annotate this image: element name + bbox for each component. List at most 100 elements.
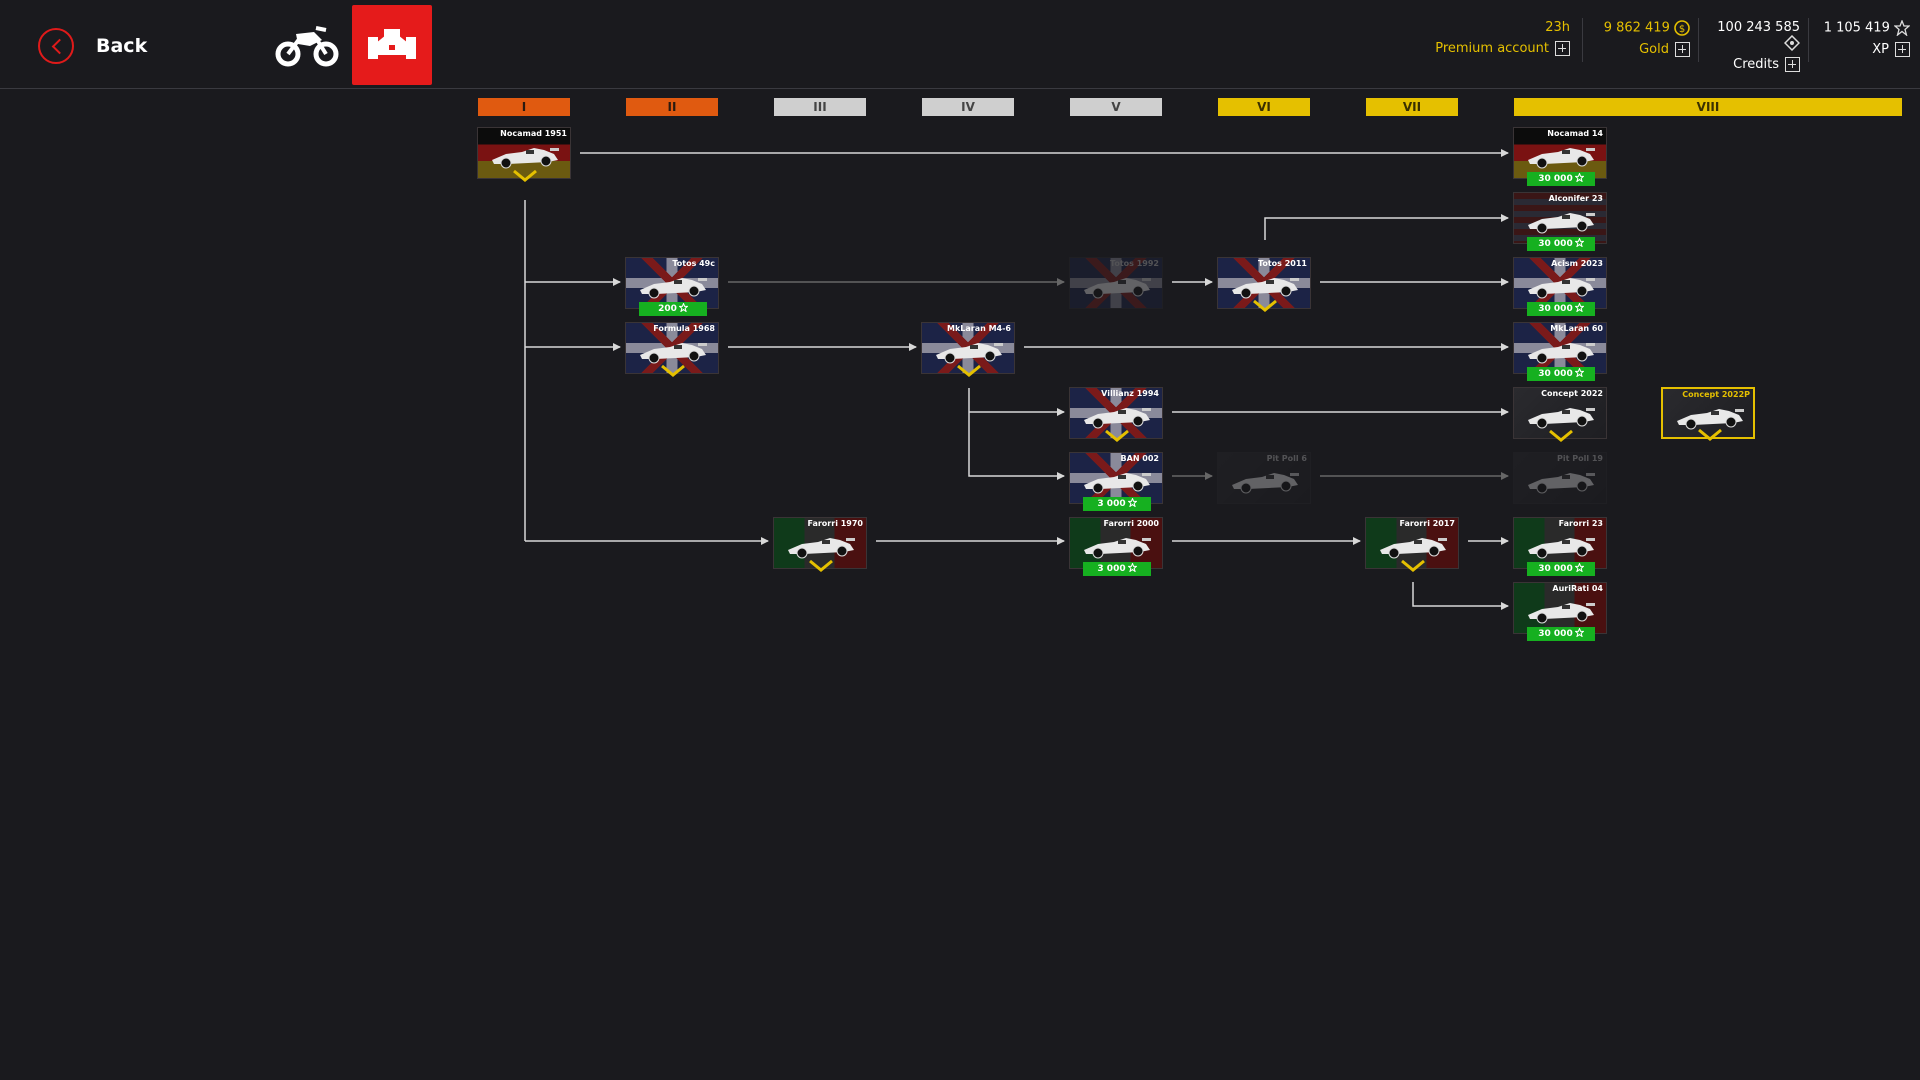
price-badge: 30 000: [1527, 627, 1595, 641]
vehicle-node[interactable]: Alconifer 23 30 000: [1513, 192, 1607, 251]
vehicle-node[interactable]: Formula 1968: [625, 322, 719, 377]
vehicle-name: Villianz 1994: [1101, 389, 1159, 398]
formula-car-icon: [640, 278, 707, 299]
formula-car-icon: [1677, 409, 1744, 430]
gold-label: Gold: [1639, 42, 1669, 57]
xp-star-icon: [1573, 237, 1585, 249]
flag-background: [1070, 388, 1162, 438]
credits-label: Credits: [1733, 57, 1779, 72]
vehicle-name: Pit Poll 6: [1266, 454, 1307, 463]
owned-check-icon: [512, 167, 538, 186]
vehicle-node[interactable]: Pit Poll 6: [1217, 452, 1311, 504]
vehicle-image: [932, 337, 1006, 371]
price-value: 30 000: [1538, 239, 1573, 249]
xp-star-icon: [1573, 627, 1585, 639]
vehicle-node[interactable]: Concept 2022P: [1661, 387, 1755, 441]
vehicle-name: Farorri 2000: [1103, 519, 1159, 528]
credits-tag-icon: [1783, 34, 1801, 52]
vehicle-name: Alconifer 23: [1548, 194, 1603, 203]
price-badge: 200: [639, 302, 707, 316]
vehicle-node[interactable]: Pit Poll 19: [1513, 452, 1607, 504]
formula-car-icon: [1528, 278, 1595, 299]
formula-car-icon: [368, 29, 416, 59]
premium-add-button[interactable]: [1555, 41, 1570, 56]
formula-car-icon: [1084, 538, 1151, 559]
xp-star-icon: [1573, 367, 1585, 379]
tab-motorcycles[interactable]: [272, 18, 342, 74]
premium-label: Premium account: [1435, 41, 1549, 56]
vehicle-name: Concept 2022: [1541, 389, 1603, 398]
xp-add-button[interactable]: [1895, 42, 1910, 57]
tier-header-8: VIII: [1514, 98, 1902, 116]
vehicle-node[interactable]: Farorri 2000 3 000: [1069, 517, 1163, 576]
formula-car-icon: [1528, 538, 1595, 559]
formula-car-icon: [1528, 343, 1595, 364]
xp-star-icon: [1126, 497, 1138, 509]
price-value: 200: [658, 304, 677, 314]
vehicle-name: Farorri 23: [1558, 519, 1603, 528]
divider: [1808, 18, 1809, 62]
svg-text:$: $: [1679, 24, 1685, 35]
vehicle-node[interactable]: Nocamad 1951: [477, 127, 571, 182]
back-button[interactable]: Back: [38, 24, 147, 68]
gold-add-button[interactable]: [1675, 42, 1690, 57]
price-value: 30 000: [1538, 369, 1573, 379]
tier-header-1: I: [478, 98, 570, 116]
vehicle-node[interactable]: Totos 49c 200: [625, 257, 719, 316]
vehicle-image: [1524, 272, 1598, 306]
vehicle-image: [488, 142, 562, 176]
vehicle-name: Farorri 2017: [1399, 519, 1455, 528]
vehicle-image: [636, 337, 710, 371]
formula-car-icon: [1528, 148, 1595, 169]
vehicle-name: Concept 2022P: [1682, 390, 1750, 399]
vehicle-name: AuriRati 04: [1552, 584, 1603, 593]
flag-background: [1514, 258, 1606, 308]
tier-header-2: II: [626, 98, 718, 116]
flag-background: [1070, 453, 1162, 503]
xp-star-icon: [1573, 302, 1585, 314]
tier-header-7: VII: [1366, 98, 1458, 116]
formula-car-icon: [492, 148, 559, 169]
formula-car-icon: [1084, 473, 1151, 494]
price-value: 30 000: [1538, 174, 1573, 184]
price-value: 3 000: [1097, 564, 1126, 574]
gold-block: 9 862 419 $ Gold: [1590, 20, 1690, 57]
owned-check-icon: [1252, 297, 1278, 316]
vehicle-name: Acism 2023: [1551, 259, 1603, 268]
vehicle-node[interactable]: Totos 1992: [1069, 257, 1163, 309]
vehicle-name: Pit Poll 19: [1557, 454, 1603, 463]
price-badge: 30 000: [1527, 367, 1595, 381]
vehicle-node[interactable]: AuriRati 04 30 000: [1513, 582, 1607, 641]
owned-check-icon: [1548, 427, 1574, 446]
vehicle-image: [1080, 402, 1154, 436]
vehicle-node[interactable]: Villianz 1994: [1069, 387, 1163, 442]
vehicle-node[interactable]: MkLaran M4-6: [921, 322, 1015, 377]
vehicle-image: [1376, 532, 1450, 566]
vehicle-name: Farorri 1970: [807, 519, 863, 528]
vehicle-node[interactable]: Farorri 1970: [773, 517, 867, 572]
formula-car-icon: [936, 343, 1003, 364]
premium-block: 23h Premium account: [1420, 20, 1570, 56]
owned-check-icon: [808, 557, 834, 576]
vehicle-image: [784, 532, 858, 566]
vehicle-node[interactable]: Concept 2022: [1513, 387, 1607, 442]
price-badge: 30 000: [1527, 237, 1595, 251]
divider: [1698, 18, 1699, 62]
tier-header-6: VI: [1218, 98, 1310, 116]
vehicle-node[interactable]: Farorri 2017: [1365, 517, 1459, 572]
vehicle-name: Totos 49c: [672, 259, 715, 268]
tab-formula-cars[interactable]: [352, 5, 432, 85]
credits-add-button[interactable]: [1785, 57, 1800, 72]
vehicle-node[interactable]: Totos 2011: [1217, 257, 1311, 312]
vehicle-image: [1524, 532, 1598, 566]
tier-header-4: IV: [922, 98, 1014, 116]
xp-star-icon: [1573, 562, 1585, 574]
xp-label: XP: [1872, 42, 1889, 57]
gold-value: 9 862 419: [1603, 20, 1670, 36]
formula-car-icon: [1528, 473, 1595, 494]
